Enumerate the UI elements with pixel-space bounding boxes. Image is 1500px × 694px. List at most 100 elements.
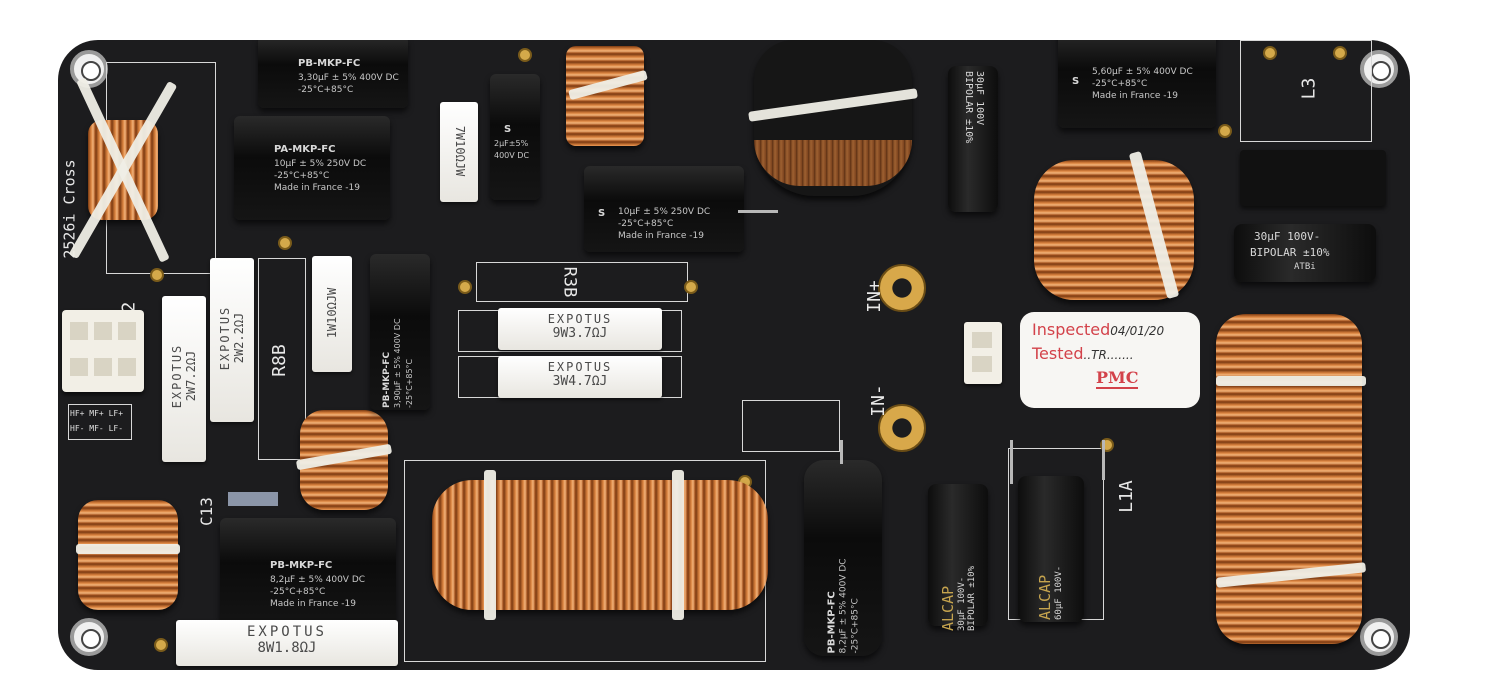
ecap-spec: 60μF 100V- <box>1054 565 1064 620</box>
pin-mf-plus: MF+ <box>89 409 104 418</box>
inductor-coil-large <box>432 480 768 610</box>
r8b-label: R8B <box>268 344 290 377</box>
pmc-logo: PMC <box>1096 368 1139 389</box>
ecap-brand: ALCAP <box>1036 574 1054 620</box>
film-capacitor: S 5,60μF ± 5% 400V DC -25°C+85°C Made in… <box>1058 40 1216 128</box>
ceramic-resistor: EXPOTUS 8W1.8ΩJ <box>176 620 398 666</box>
cap-brand: PB-MKP-FC <box>382 351 392 408</box>
solder-pad <box>150 268 164 282</box>
tested-text: Tested <box>1032 344 1084 363</box>
cap-brand: S <box>598 208 606 219</box>
silk-outline-pins <box>68 404 132 440</box>
ceramic-resistor: 7W10ΩJW <box>440 102 478 202</box>
pin-lf-minus: LF- <box>108 424 124 433</box>
film-capacitor: PB-MKP-FC 3,30μF ± 5% 400V DC -25°C+85°C <box>258 40 408 108</box>
resistor-value: 3W4.7ΩJ <box>552 374 608 389</box>
silk-outline-r8b <box>258 258 306 460</box>
cap-spec: Made in France -19 <box>274 183 360 193</box>
cap-spec: -25°C+85°C <box>270 587 326 597</box>
cap-spec: 8,2μF ± 5% 400V DC <box>838 558 849 654</box>
cap-brand: S <box>504 124 512 135</box>
ecap-spec: 30μF 100V- <box>1254 230 1321 243</box>
film-capacitor: S 10μF ± 5% 250V DC -25°C+85°C Made in F… <box>584 166 744 252</box>
solder-pad <box>1218 124 1232 138</box>
solder-pad <box>518 48 532 62</box>
speaker-connector-j2 <box>62 310 144 392</box>
inspection-sticker: Inspected04/01/20 Tested..TR....... PMC <box>1020 312 1200 408</box>
input-terminal-plus <box>878 264 926 312</box>
resistor-brand: EXPOTUS <box>218 305 232 371</box>
cap-spec: -25°C+85°C <box>618 219 674 229</box>
cap-spec: Made in France -19 <box>270 599 356 609</box>
ceramic-resistor: EXPOTUS 2W2.2ΩJ <box>210 258 254 422</box>
tested-value: ..TR....... <box>1083 348 1134 362</box>
ecap-text-group: 30μF 100V BIPOLAR ±10% <box>963 71 985 211</box>
ceramic-resistor: EXPOTUS 9W3.7ΩJ <box>498 308 662 350</box>
pin-hf-plus: HF+ <box>70 409 85 418</box>
mounting-hole <box>70 618 108 656</box>
resistor-value: 8W1.8ΩJ <box>257 640 317 656</box>
solder-pad <box>684 280 698 294</box>
ceramic-resistor: EXPOTUS 3W4.7ΩJ <box>498 356 662 398</box>
ecap-spec: 30μF 100V <box>974 71 985 126</box>
cap-spec: Made in France -19 <box>1092 91 1178 101</box>
silk-outline-r3b <box>476 262 688 302</box>
cap-spec: -25°C+85°C <box>405 358 414 408</box>
pin-legend: HF+ MF+ LF+ HF- MF- LF- <box>70 406 123 436</box>
cap-spec: 10μF ± 5% 250V DC <box>274 159 367 169</box>
component-lead <box>840 440 843 464</box>
input-connector <box>964 322 1002 384</box>
cap-brand: PB-MKP-FC <box>826 591 838 654</box>
inductor-coil-large <box>1216 314 1362 644</box>
electrolytic-capacitor: 30μF 100V BIPOLAR ±10% <box>948 66 998 212</box>
cap-spec: -25°C+85°C <box>850 598 861 654</box>
resistor-value: 2W7.2ΩJ <box>184 350 198 402</box>
ecap-spec: BIPOLAR ±10% <box>1250 246 1330 259</box>
mounting-hole <box>1360 50 1398 88</box>
component-lead <box>738 210 778 213</box>
inductor-coil <box>78 500 178 610</box>
solder-pad <box>458 280 472 294</box>
component-lead <box>1102 440 1105 480</box>
film-capacitor: S 2μF±5% 400V DC <box>490 74 540 200</box>
resistor-text-group: EXPOTUS 2W2.2ΩJ <box>218 256 246 420</box>
cap-spec: 3,30μF ± 5% 400V DC <box>298 73 399 83</box>
pin-mf-minus: MF- <box>89 424 104 433</box>
cap-spec: -25°C+85°C <box>298 85 354 95</box>
tested-label: Tested..TR....... <box>1032 344 1134 363</box>
cable-tie <box>1216 376 1366 386</box>
solder-pad <box>1263 46 1277 60</box>
ecap-spec: ATBi <box>1294 262 1316 272</box>
resistor-label: 1W10ΩJW <box>325 287 339 339</box>
ceramic-resistor: 1W10ΩJW <box>312 256 352 372</box>
cable-tie <box>76 544 180 554</box>
cable-tie <box>484 470 496 620</box>
r3b-label: R3B <box>559 266 580 298</box>
ecap-spec: BIPOLAR ±10% <box>967 565 977 631</box>
crossover-board: IN+ IN- 2526i Cross J2 R3B R8B L3 L1A C1… <box>58 40 1410 670</box>
component-body <box>228 492 278 506</box>
inspected-value: 04/01/20 <box>1110 324 1165 338</box>
solder-pad <box>154 638 168 652</box>
mounting-hole <box>1360 618 1398 656</box>
ecap-spec: 30μF 100V- <box>957 576 967 631</box>
inductor-wrapped <box>754 40 912 196</box>
film-capacitor: PA-MKP-FC 10μF ± 5% 250V DC -25°C+85°C M… <box>234 116 390 220</box>
cable-tie <box>672 470 684 620</box>
pin-lf-plus: LF+ <box>108 409 124 418</box>
cap-spec: -25°C+85°C <box>1092 79 1148 89</box>
c13-label: C13 <box>196 497 216 526</box>
input-terminal-minus <box>878 404 926 452</box>
resistor-text-group: EXPOTUS 2W7.2ΩJ <box>170 294 198 458</box>
inspected-label: Inspected04/01/20 <box>1032 320 1164 339</box>
film-capacitor: PB-MKP-FC 8,2μF ± 5% 400V DC -25°C+85°C … <box>220 518 396 630</box>
l3-label: L3 <box>1298 77 1320 100</box>
resistor-value: 2W2.2ΩJ <box>232 312 246 364</box>
solder-pad <box>278 236 292 250</box>
cap-text-group: PB-MKP-FC 3,90μF ± 5% 400V DC -25°C+85°C <box>382 258 416 408</box>
cap-brand: PB-MKP-FC <box>270 560 333 571</box>
in-plus-label: IN+ <box>863 280 885 313</box>
ecap-text-group: ALCAP 30μF 100V- BIPOLAR ±10% <box>939 491 977 631</box>
cap-spec: 10μF ± 5% 250V DC <box>618 207 711 217</box>
ceramic-resistor: EXPOTUS 2W7.2ΩJ <box>162 296 206 462</box>
